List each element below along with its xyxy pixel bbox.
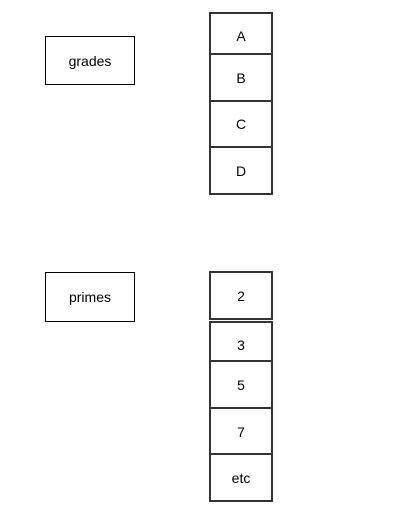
primes-array-cell: 3	[209, 321, 273, 362]
grades-cell-value: B	[236, 69, 246, 86]
primes-array-cell: 2	[209, 271, 273, 320]
primes-variable-label: primes	[68, 289, 111, 305]
primes-cell-value: 3	[237, 336, 245, 353]
primes-cell-value: 7	[237, 423, 245, 440]
primes-cell-value: etc	[231, 469, 251, 486]
grades-array-cell: B	[209, 53, 273, 102]
grades-cell-value: A	[236, 27, 246, 44]
grades-variable-label: grades	[68, 52, 112, 69]
grades-array-cell: C	[209, 100, 273, 148]
grades-cell-value: C	[235, 116, 247, 132]
primes-array-cell: 7	[209, 407, 273, 456]
grades-variable-box: grades	[45, 36, 135, 85]
grades-cell-value: D	[235, 162, 247, 179]
grades-array-cell: A	[209, 12, 273, 55]
primes-variable-box: primes	[45, 272, 135, 322]
primes-array-cell: etc	[209, 453, 273, 502]
primes-array-cell: 5	[209, 360, 273, 409]
grades-array-cell: D	[209, 146, 273, 195]
primes-cell-value: 5	[237, 376, 245, 393]
primes-cell-value: 2	[237, 287, 245, 304]
